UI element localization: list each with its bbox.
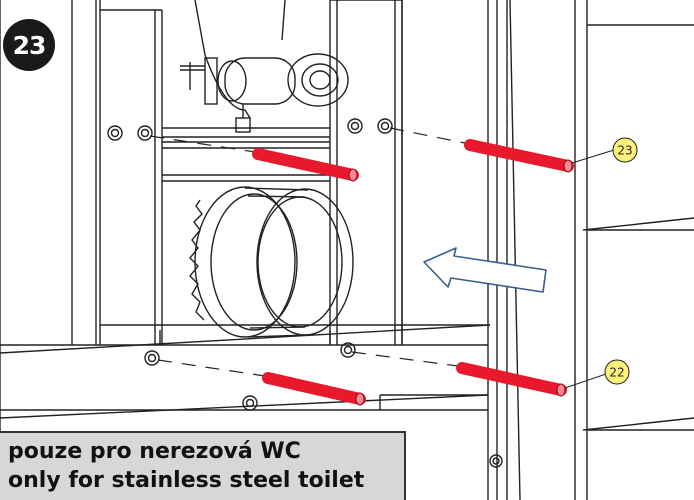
frame-left-post [0, 0, 163, 500]
water-pipe [180, 0, 349, 133]
callout-23: 23 [571, 137, 638, 164]
rod-upper-right [464, 139, 574, 172]
note-line-en: only for stainless steel toilet [8, 468, 365, 493]
callout-label: 23 [617, 144, 632, 158]
alignment-lines [149, 127, 466, 377]
rod-upper-left [252, 148, 359, 181]
mounting-hole-icon [107, 118, 503, 468]
upper-crossbar [162, 127, 330, 182]
note-box: pouze pro nerezová WC only for stainless… [0, 431, 406, 500]
note-line-cz: pouze pro nerezová WC [8, 439, 301, 464]
frame-rail-right [487, 0, 694, 500]
rod-lower-left [262, 372, 366, 405]
arrow-left-icon [423, 247, 547, 293]
rod-lower-right [456, 362, 567, 396]
callout-22: 22 [564, 359, 630, 389]
lower-beam [0, 324, 491, 419]
drain-pipe [189, 186, 354, 338]
threaded-rods [252, 139, 574, 406]
step-number-badge: 23 [3, 19, 55, 71]
callout-label: 22 [609, 366, 624, 380]
